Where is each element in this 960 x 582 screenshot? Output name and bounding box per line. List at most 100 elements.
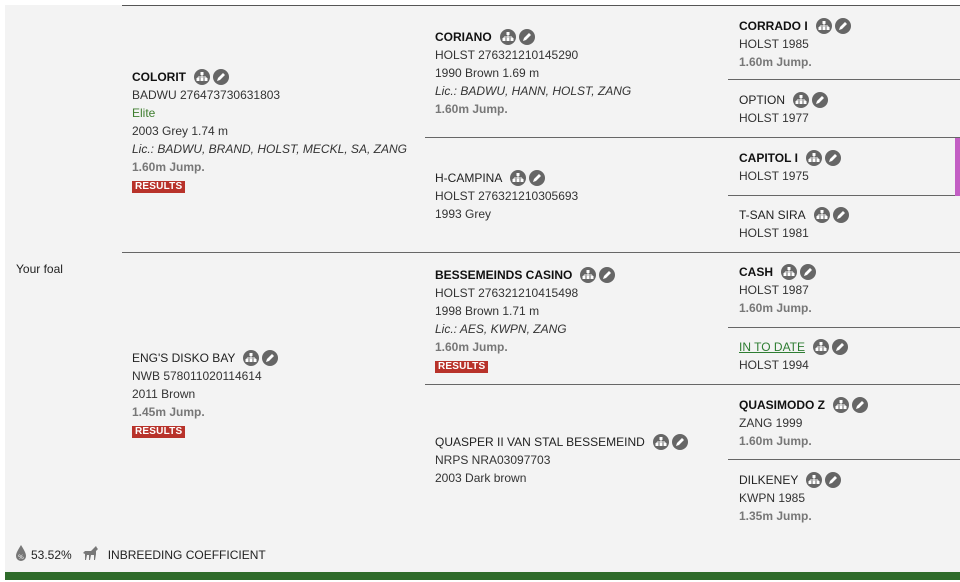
pedigree-icon[interactable] <box>580 267 597 283</box>
drop-percent-icon: % <box>15 544 27 565</box>
g7-card: QUASIMODO Z ZANG 1999 1.60m Jump. <box>739 396 868 450</box>
g3-name[interactable]: CAPITOL I <box>739 151 798 165</box>
g5-performance: 1.60m Jump. <box>739 301 812 315</box>
sire-name[interactable]: COLORIT <box>132 70 186 84</box>
top-divider <box>122 5 960 6</box>
pencil-icon[interactable] <box>852 397 868 413</box>
pedigree-icon[interactable] <box>793 92 810 108</box>
pencil-icon[interactable] <box>213 69 229 85</box>
pedigree-icon[interactable] <box>813 339 830 355</box>
g1-card: CORRADO I HOLST 1985 1.60m Jump. <box>739 17 851 71</box>
pedigree-icon[interactable] <box>499 29 516 45</box>
pedigree-icon[interactable] <box>813 207 830 223</box>
g5-registration: HOLST 1987 <box>739 283 809 297</box>
divider-g1-g2 <box>728 79 960 80</box>
ds-licenses: Lic.: AES, KWPN, ZANG <box>435 322 567 336</box>
pencil-icon[interactable] <box>529 170 546 186</box>
dd-card: QUASPER II VAN STAL BESSEMEIND NRPS NRA0… <box>435 433 688 487</box>
pedigree-icon[interactable] <box>833 397 849 413</box>
g3-registration: HOLST 1975 <box>739 169 809 183</box>
g7-performance: 1.60m Jump. <box>739 434 812 448</box>
g5-card: CASH HOLST 1987 1.60m Jump. <box>739 263 817 317</box>
foal-label: Your foal <box>16 262 63 276</box>
ss-licenses: Lic.: BADWU, HANN, HOLST, ZANG <box>435 84 632 98</box>
pedigree-icon[interactable] <box>781 264 798 280</box>
dd-name[interactable]: QUASPER II VAN STAL BESSEMEIND <box>435 435 645 449</box>
g7-name[interactable]: QUASIMODO Z <box>739 398 825 412</box>
pedigree-icon[interactable] <box>815 18 832 34</box>
dam-name[interactable]: ENG'S DISKO BAY <box>132 351 236 365</box>
g6-name-link[interactable]: IN TO DATE <box>739 340 806 354</box>
ds-performance: 1.60m Jump. <box>435 340 508 354</box>
ss-registration: HOLST 276321210145290 <box>435 48 579 62</box>
pencil-icon[interactable] <box>800 264 817 280</box>
sire-licenses: Lic.: BADWU, BRAND, HOLST, MECKL, SA, ZA… <box>132 142 407 156</box>
g1-registration: HOLST 1985 <box>739 37 809 51</box>
sire-performance: 1.60m Jump. <box>132 160 205 174</box>
dam-card: ENG'S DISKO BAY NWB 578011020114614 2011… <box>132 349 279 439</box>
g7-registration: ZANG 1999 <box>739 416 803 430</box>
g3-card: CAPITOL I HOLST 1975 <box>739 149 841 185</box>
pencil-icon[interactable] <box>671 434 688 450</box>
pencil-icon[interactable] <box>599 267 616 283</box>
pedigree-icon[interactable] <box>194 69 210 85</box>
dam-info: 2011 Brown <box>132 387 196 401</box>
sire-status: Elite <box>132 106 156 120</box>
g8-performance: 1.35m Jump. <box>739 509 812 523</box>
g2-name[interactable]: OPTION <box>739 93 786 107</box>
sire-registration: BADWU 276473730631803 <box>132 88 281 102</box>
sire-info: 2003 Grey 1.74 m <box>132 124 229 138</box>
pencil-icon[interactable] <box>832 207 849 223</box>
pencil-icon[interactable] <box>262 350 279 366</box>
pedigree-icon[interactable] <box>652 434 669 450</box>
g2-card: OPTION HOLST 1977 <box>739 91 829 127</box>
g6-card: IN TO DATE HOLST 1994 <box>739 338 849 374</box>
g1-name[interactable]: CORRADO I <box>739 19 808 33</box>
g1-performance: 1.60m Jump. <box>739 55 812 69</box>
g4-registration: HOLST 1981 <box>739 226 809 240</box>
pencil-icon[interactable] <box>812 92 829 108</box>
g8-name[interactable]: DILKENEY <box>739 473 799 487</box>
ds-info: 1998 Brown 1.71 m <box>435 304 540 318</box>
g6-registration: HOLST 1994 <box>739 358 809 372</box>
bottom-bar <box>5 572 960 580</box>
dd-info: 2003 Dark brown <box>435 471 527 485</box>
g5-name[interactable]: CASH <box>739 265 774 279</box>
divider-sire-dam <box>122 252 960 253</box>
inbreeding-percent: 53.52% <box>31 547 72 562</box>
ds-results-button[interactable]: RESULTS <box>435 361 489 373</box>
ds-card: BESSEMEINDS CASINO HOLST 276321210415498… <box>435 266 616 374</box>
sd-registration: HOLST 276321210305693 <box>435 189 579 203</box>
divider-ds-dd <box>425 384 960 385</box>
pedigree-icon[interactable] <box>806 472 823 488</box>
divider-g7-g8 <box>728 459 960 460</box>
pencil-icon[interactable] <box>824 150 841 166</box>
divider-g3-g4 <box>728 195 960 196</box>
sire-card: COLORIT BADWU 276473730631803 Elite 2003… <box>132 68 407 194</box>
pedigree-icon[interactable] <box>805 150 822 166</box>
sire-results-button[interactable]: RESULTS <box>132 181 186 193</box>
inbreeding-footer: % 53.52% INBREEDING COEFFICIENT <box>15 544 266 565</box>
dam-results-button[interactable]: RESULTS <box>132 426 186 438</box>
ss-name[interactable]: CORIANO <box>435 30 492 44</box>
dam-performance: 1.45m Jump. <box>132 405 205 419</box>
g4-name[interactable]: T-SAN SIRA <box>739 208 806 222</box>
divider-g5-g6 <box>728 327 960 328</box>
pencil-icon[interactable] <box>825 472 842 488</box>
ss-card: CORIANO HOLST 276321210145290 1990 Brown… <box>435 28 631 118</box>
pedigree-icon[interactable] <box>243 350 260 366</box>
ds-name[interactable]: BESSEMEINDS CASINO <box>435 268 573 282</box>
dam-registration: NWB 578011020114614 <box>132 369 262 383</box>
g8-registration: KWPN 1985 <box>739 491 806 505</box>
dd-registration: NRPS NRA03097703 <box>435 453 551 467</box>
g2-registration: HOLST 1977 <box>739 111 809 125</box>
g8-card: DILKENEY KWPN 1985 1.35m Jump. <box>739 471 842 525</box>
pedigree-icon[interactable] <box>510 170 527 186</box>
g4-card: T-SAN SIRA HOLST 1981 <box>739 206 849 242</box>
sd-name[interactable]: H-CAMPINA <box>435 171 503 185</box>
pencil-icon[interactable] <box>834 18 851 34</box>
pencil-icon[interactable] <box>832 339 849 355</box>
divider-ss-sd <box>425 137 960 138</box>
pencil-icon[interactable] <box>518 29 535 45</box>
inbreeding-label: INBREEDING COEFFICIENT <box>107 547 266 562</box>
